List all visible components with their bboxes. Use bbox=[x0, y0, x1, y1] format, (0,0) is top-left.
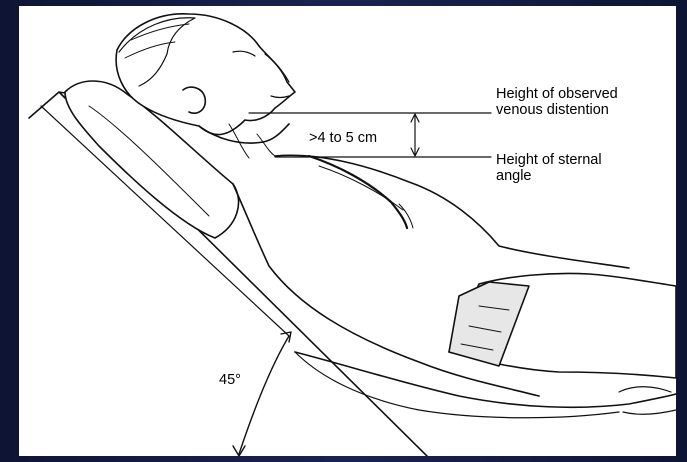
venous-label-line1: Height of observed bbox=[496, 86, 618, 102]
angle-label: 45° bbox=[219, 372, 241, 388]
sternal-label-line1: Height of sternal bbox=[496, 152, 602, 168]
venous-distention-label: Height of observed venous distention bbox=[496, 86, 618, 118]
angle-arc bbox=[239, 336, 289, 454]
distance-label: >4 to 5 cm bbox=[309, 130, 377, 146]
venous-label-line2: venous distention bbox=[496, 102, 618, 118]
inclined-board bbox=[29, 92, 429, 456]
patient-illustration bbox=[19, 6, 676, 456]
illustration-canvas: Height of observed venous distention Hei… bbox=[19, 6, 676, 456]
sternal-label-line2: angle bbox=[496, 168, 602, 184]
catheter-tube bbox=[309, 156, 407, 228]
sternal-angle-label: Height of sternal angle bbox=[496, 152, 602, 184]
